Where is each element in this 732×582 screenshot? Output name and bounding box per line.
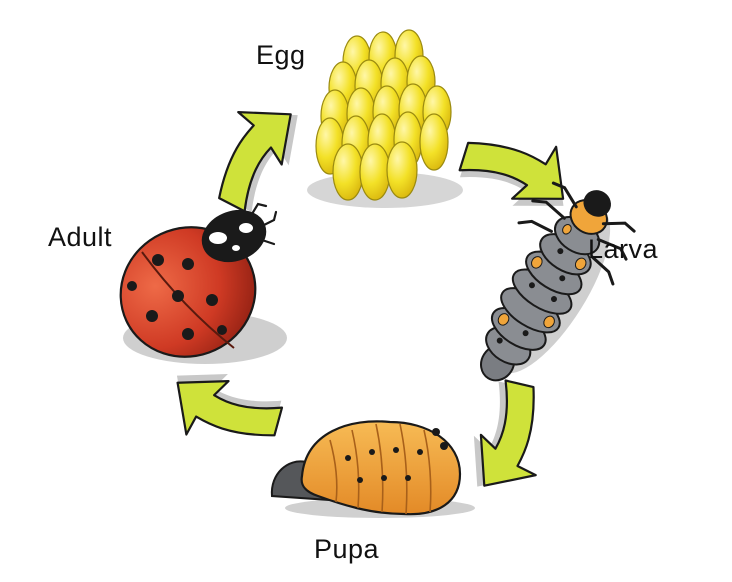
pupa-label: Pupa bbox=[314, 534, 380, 564]
egg-cluster-illustration bbox=[307, 29, 463, 208]
larva-label: Larva bbox=[588, 234, 659, 264]
larva-illustration bbox=[480, 181, 636, 382]
egg-label: Egg bbox=[256, 40, 306, 70]
adult-ladybug-illustration bbox=[119, 202, 287, 364]
pupa-illustration bbox=[270, 420, 475, 518]
adult-label: Adult bbox=[48, 222, 113, 252]
arrow-adult-to-egg bbox=[183, 86, 328, 220]
arrow-larva-to-pupa bbox=[439, 369, 579, 508]
